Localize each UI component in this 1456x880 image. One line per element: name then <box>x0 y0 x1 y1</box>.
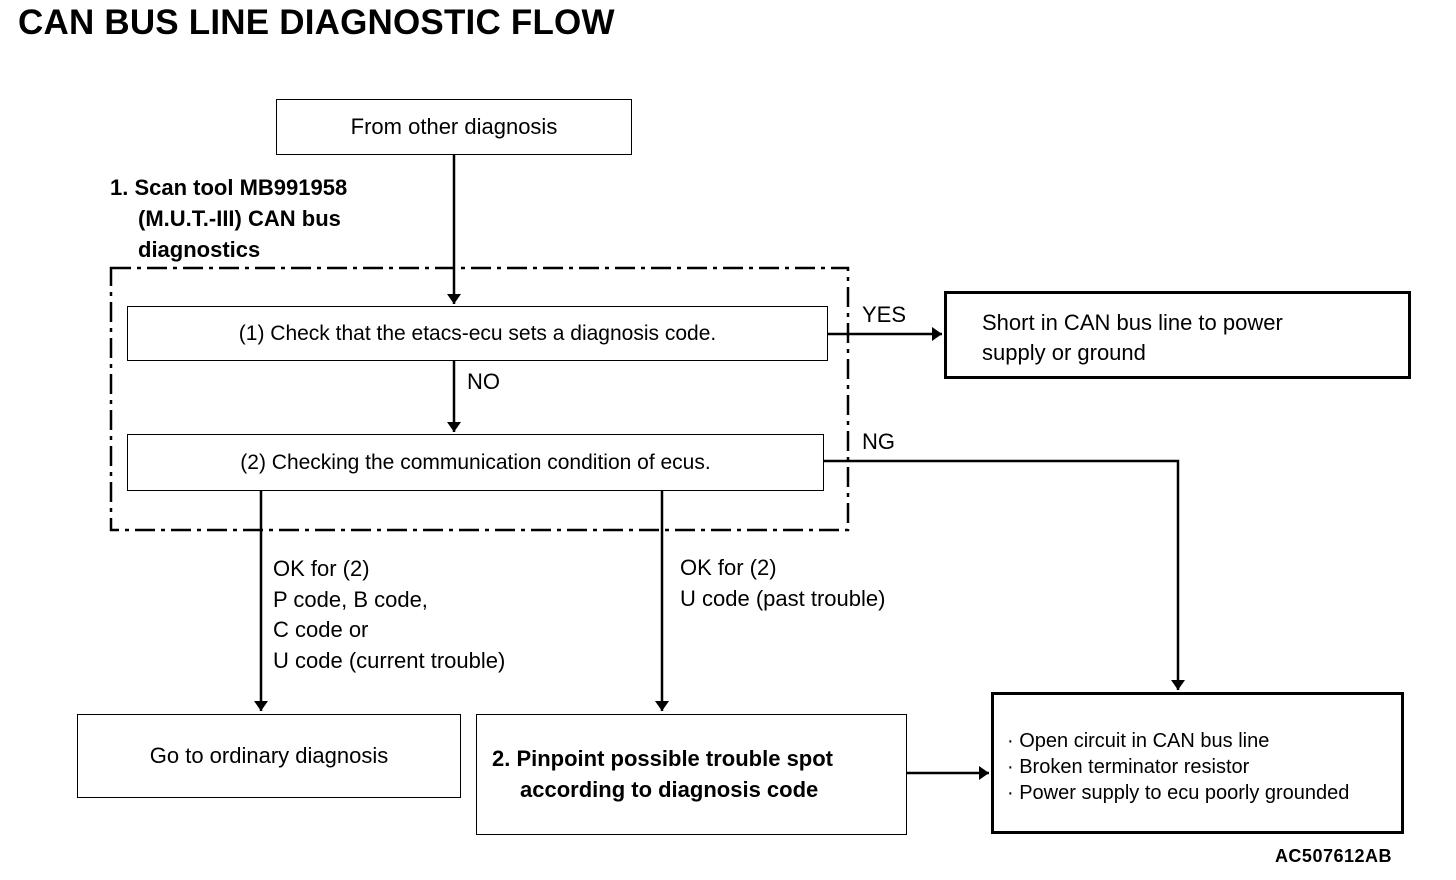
check1-box: (1) Check that the etacs-ecu sets a diag… <box>127 306 828 361</box>
ordinary-diagnosis-box: Go to ordinary diagnosis <box>77 714 461 798</box>
figure-code: AC507612AB <box>1274 846 1392 866</box>
ok-past-label: OK for (2) U code (past trouble) <box>680 553 885 614</box>
result-item-open-circuit: · Open circuit in CAN bus line <box>1007 730 1270 752</box>
result-box: · Open circuit in CAN bus line · Broken … <box>991 692 1404 834</box>
step1-dashed-group <box>109 266 850 532</box>
check2-box: (2) Checking the communication condition… <box>127 434 824 491</box>
step1-line3: diagnostics <box>138 237 261 262</box>
arrow-ng-to-result <box>823 459 1185 690</box>
step1-line2: (M.U.T.-III) CAN bus <box>138 206 341 231</box>
ok-ordinary-label: OK for (2) P code, B code, C code or U c… <box>273 554 505 676</box>
result-item-grounding: · Power supply to ecu poorly grounded <box>1007 782 1350 804</box>
page-title: CAN BUS LINE DIAGNOSTIC FLOW <box>18 3 615 42</box>
ok-past-line2: U code (past trouble) <box>680 585 886 611</box>
result-item-terminator: · Broken terminator resistor <box>1007 756 1250 778</box>
ng-label: NG <box>862 429 895 454</box>
yes-label: YES <box>862 302 907 327</box>
ok-ordinary-line2: P code, B code, <box>273 586 428 612</box>
ok-past-line1: OK for (2) <box>680 555 777 580</box>
start-box: From other diagnosis <box>276 99 632 155</box>
step2-box: 2. Pinpoint possible trouble spot accord… <box>476 714 907 835</box>
step1-line1: 1. Scan tool MB991958 <box>110 175 348 200</box>
short-box: Short in CAN bus line to power supply or… <box>944 291 1411 379</box>
result-list: · Open circuit in CAN bus line · Broken … <box>1007 728 1401 806</box>
step2-line2: according to diagnosis code <box>520 777 819 802</box>
short-box-line1: Short in CAN bus line to power <box>982 310 1283 335</box>
ok-ordinary-line1: OK for (2) <box>273 556 370 581</box>
no-label: NO <box>467 369 500 394</box>
step1-label: 1. Scan tool MB991958 (M.U.T.-III) CAN b… <box>110 172 347 265</box>
ok-ordinary-line4: U code (current trouble) <box>273 647 506 673</box>
short-box-line2: supply or ground <box>982 340 1146 365</box>
step2-line1: 2. Pinpoint possible trouble spot <box>492 746 834 771</box>
ok-ordinary-line3: C code or <box>273 617 369 642</box>
